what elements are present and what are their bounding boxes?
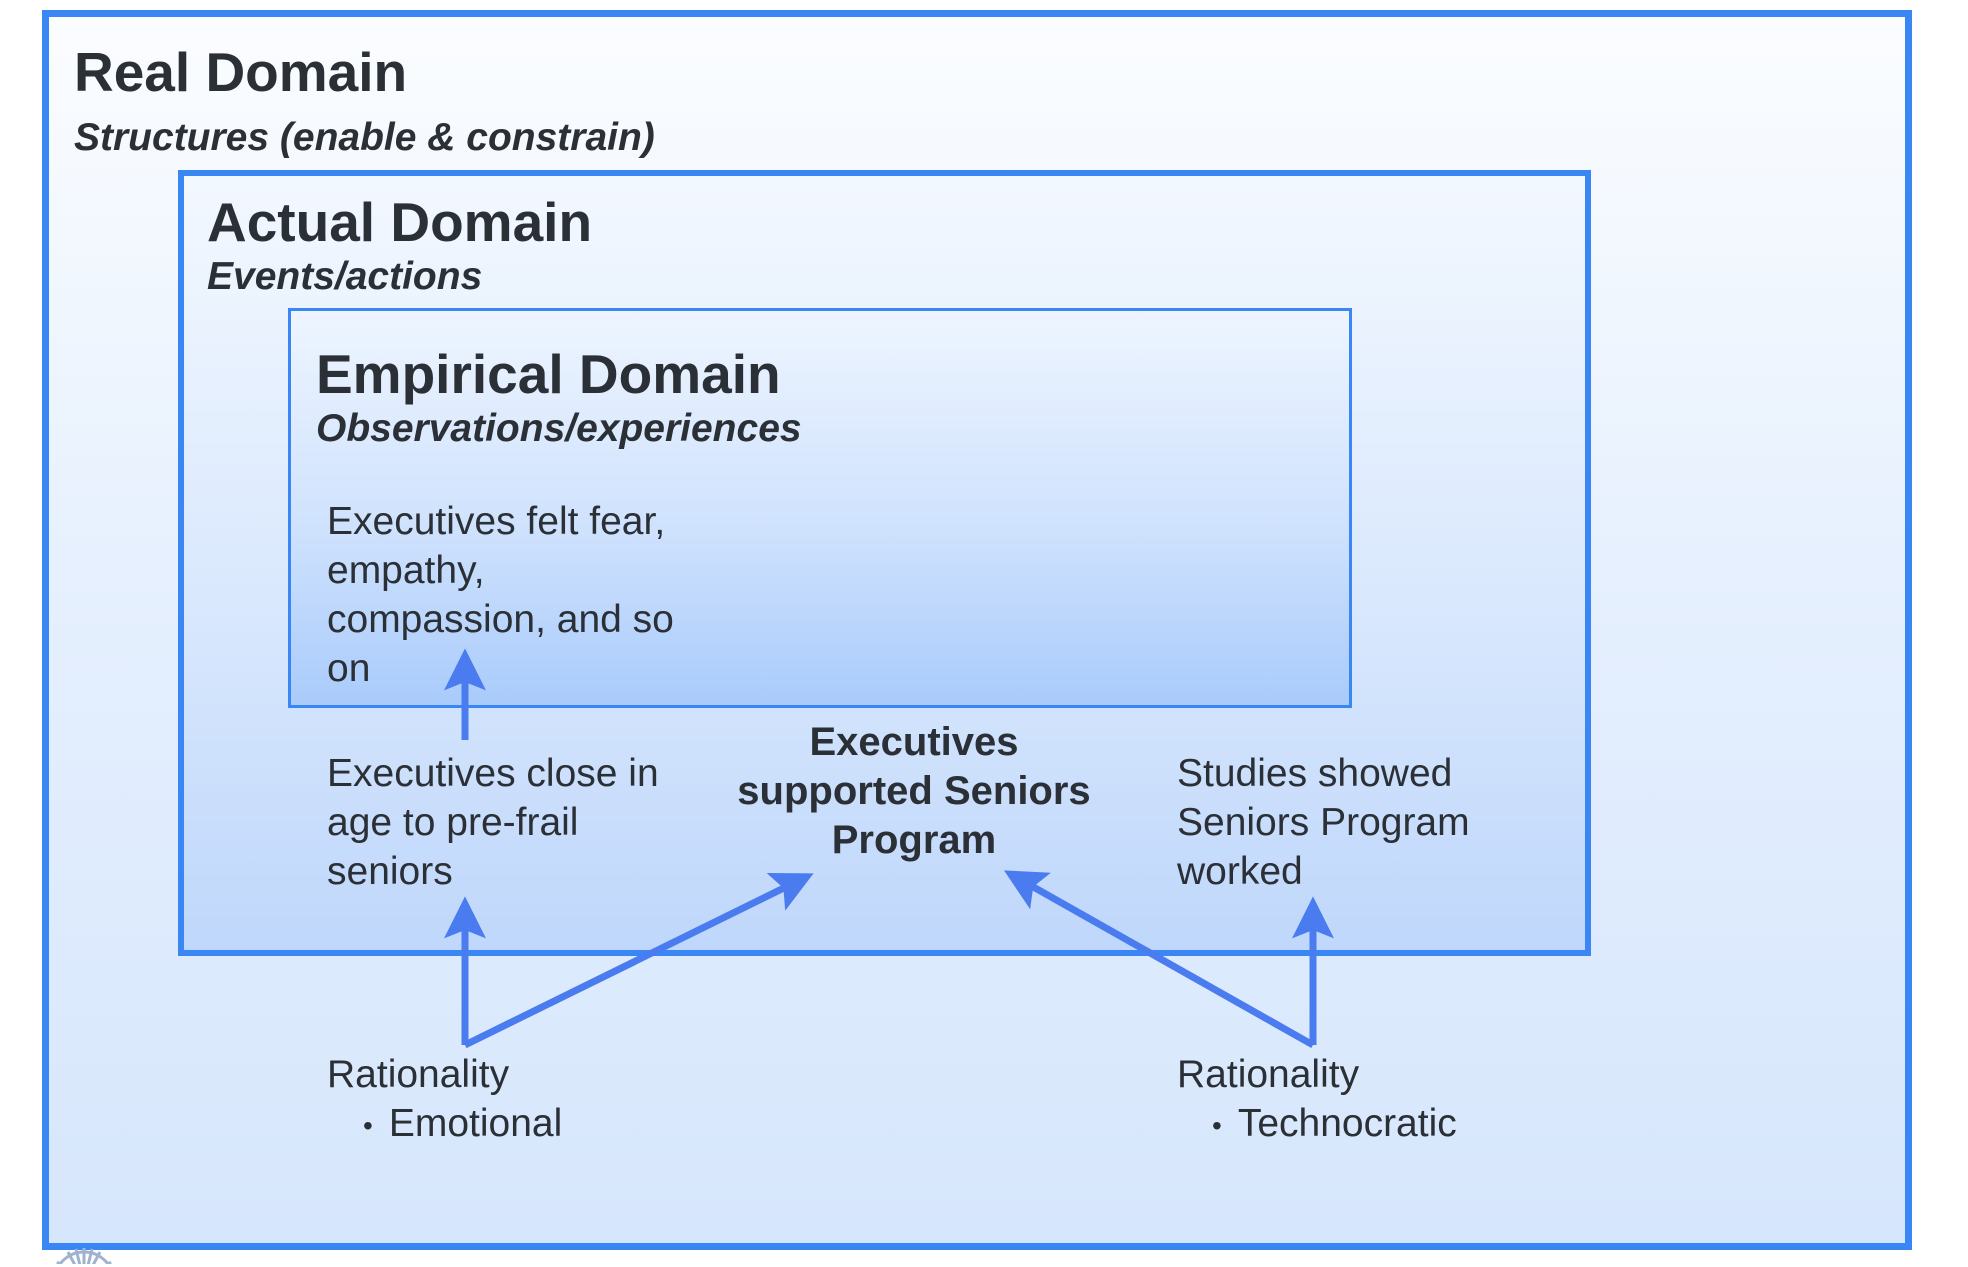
empirical-note-line: compassion, and so (327, 598, 674, 641)
event-executives-supported-program: Executives supported Seniors Program (708, 718, 1120, 865)
event-line: Program (831, 818, 997, 862)
empirical-note-line: Executives felt fear, (327, 500, 666, 543)
actual-domain-title: Actual Domain (207, 191, 593, 253)
empirical-domain-subtitle: Observations/experiences (316, 407, 802, 450)
event-line: age to pre-frail (327, 801, 579, 844)
event-line: Executives (809, 720, 1019, 764)
mechanism-left-label: Rationality (327, 1053, 510, 1096)
event-studies-showed: Studies showed Seniors Program worked (1177, 749, 1557, 896)
bullet-icon: • (363, 1110, 373, 1142)
sunburst-logo-icon (44, 1242, 124, 1264)
mechanism-right-label: Rationality (1177, 1053, 1360, 1096)
event-line: Studies showed (1177, 752, 1453, 795)
event-line: Executives close in (327, 752, 659, 795)
mechanism-left-bullet-text: Emotional (388, 1102, 563, 1145)
event-line: Seniors Program (1177, 801, 1470, 844)
event-line: supported Seniors (737, 769, 1091, 813)
event-executives-age: Executives close in age to pre-frail sen… (327, 749, 727, 896)
empirical-note-line: on (327, 647, 371, 690)
event-line: worked (1177, 850, 1303, 893)
empirical-domain-title: Empirical Domain (316, 343, 781, 405)
event-line: seniors (327, 850, 453, 893)
mechanism-left-bullet-item: • Emotional (363, 1099, 562, 1150)
mechanism-right-bullet-text: Technocratic (1237, 1102, 1457, 1145)
bullet-icon: • (1212, 1110, 1222, 1142)
real-domain-title: Real Domain (74, 41, 408, 103)
empirical-note-line: empathy, (327, 549, 485, 592)
real-domain-subtitle: Structures (enable & constrain) (74, 116, 655, 159)
empirical-note: Executives felt fear, empathy, compassio… (327, 497, 747, 693)
empirical-domain-frame (288, 308, 1352, 708)
actual-domain-subtitle: Events/actions (207, 255, 483, 298)
mechanism-right-bullet-item: • Technocratic (1212, 1099, 1457, 1150)
